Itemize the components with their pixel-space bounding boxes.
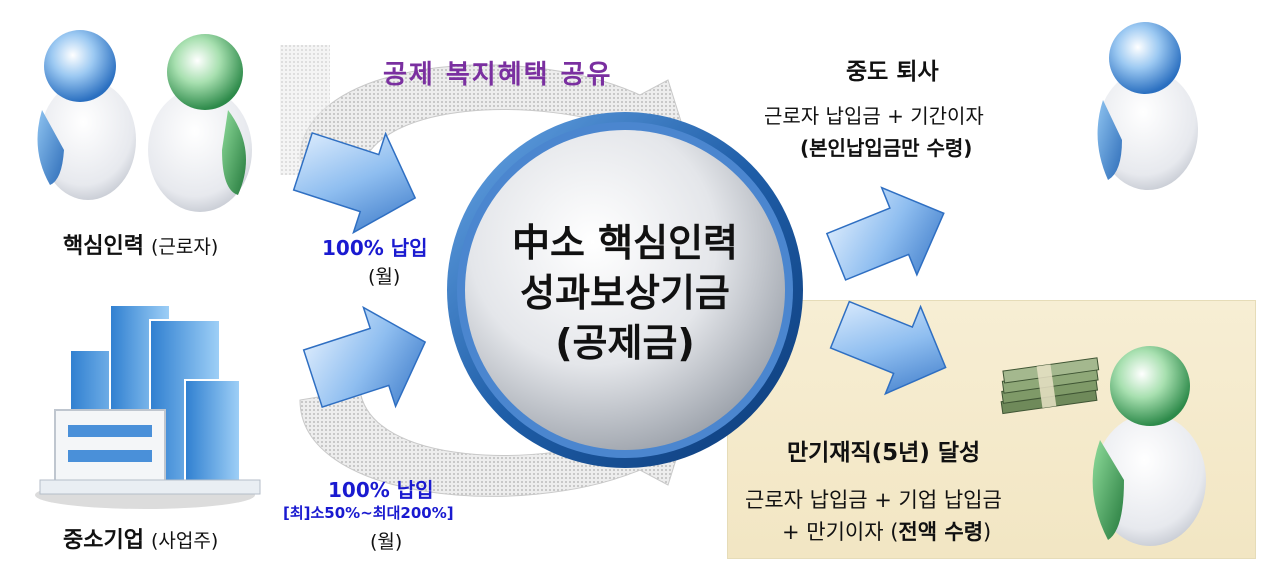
worker-label: 핵심인력 (근로자) (63, 228, 218, 260)
top-banner: 공제 복지혜택 공유 (383, 60, 613, 90)
fund-title-line2: 성과보상기금 (520, 271, 730, 315)
maturity-line1: 근로자 납입금 + 기업 납입금 (745, 488, 1002, 512)
person-icon (1097, 22, 1198, 190)
worker-label-bold: 핵심인력 (63, 234, 144, 259)
maturity-line2-bold: 전액 수령 (898, 520, 984, 544)
maturity-title: 만기재직(5년) 달성 (787, 440, 981, 466)
cycle-arrows (280, 45, 691, 497)
arrow-icon (302, 305, 427, 409)
arrow-icon (292, 131, 417, 235)
maturity-line2-suffix: ) (983, 520, 992, 544)
company-label-paren: (사업주) (150, 530, 219, 552)
person-icon (37, 30, 136, 200)
building-icon (35, 304, 261, 509)
worker-pay-main: 100% 납입 (322, 236, 428, 260)
company-label-bold: 중소기업 (63, 528, 144, 553)
arrow-icon (829, 300, 947, 396)
circle-badge-icon (447, 112, 803, 468)
arrow-icon (825, 186, 945, 281)
company-pay-sub: (월) (370, 531, 403, 553)
company-label: 중소기업 (사업주) (63, 522, 218, 554)
person-icon (1092, 346, 1206, 546)
early-exit-line2: (본인납입금만 수령) (800, 136, 973, 160)
fund-title-line3: (공제금) (555, 321, 695, 365)
money-stack-icon (1000, 357, 1100, 415)
early-exit-line1: 근로자 납입금 + 기간이자 (764, 104, 984, 128)
maturity-line2: + 만기이자 (전액 수령) (782, 516, 991, 546)
company-pay-range: [최]소50%~최대200%] (283, 504, 454, 522)
worker-pay-sub: (월) (368, 266, 401, 288)
fund-title: 中소 핵심인력 성과보상기금 (공제금) (468, 218, 782, 368)
person-icon (148, 34, 252, 212)
fund-title-line1: 中소 핵심인력 (511, 221, 739, 265)
early-exit-title: 중도 퇴사 (846, 59, 939, 85)
company-pay-main: 100% 납입 (328, 478, 434, 502)
maturity-line2-prefix: + 만기이자 ( (782, 520, 899, 544)
worker-label-paren: (근로자) (150, 236, 219, 258)
